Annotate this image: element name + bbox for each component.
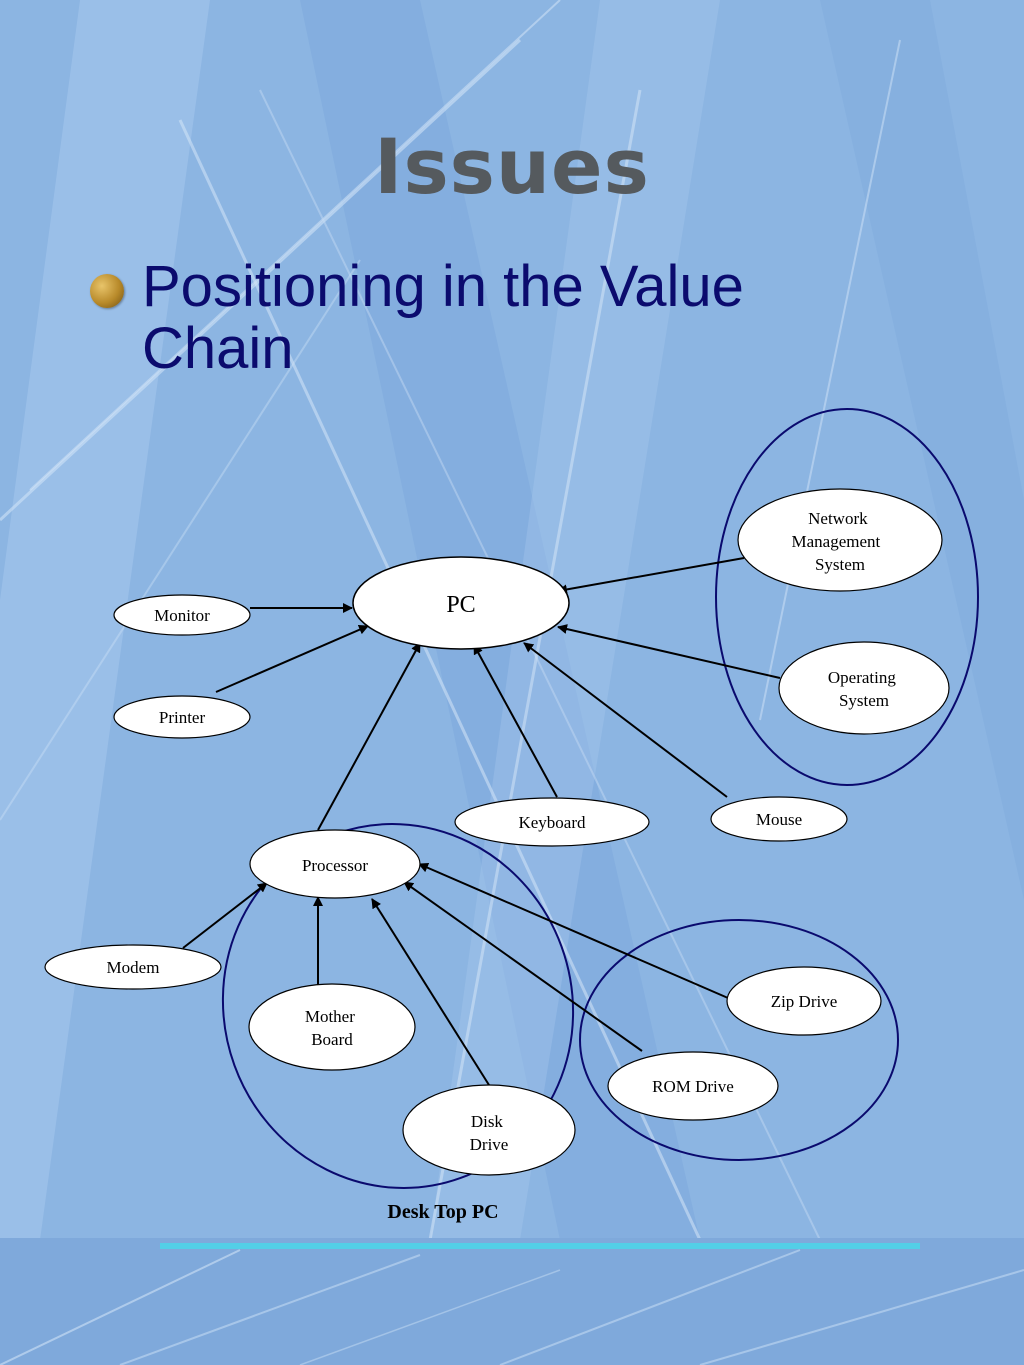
node-keyboard: Keyboard bbox=[454, 797, 650, 847]
node-operating-system: Operating System bbox=[778, 641, 950, 735]
diagram-caption: Desk Top PC bbox=[387, 1201, 498, 1223]
arrow-printer-pc bbox=[215, 624, 369, 693]
bullet-text: Positioning in the Value Chain bbox=[142, 254, 744, 381]
node-disk-drive: Disk Drive bbox=[402, 1084, 576, 1176]
node-network-management-system: Network Management System bbox=[737, 488, 943, 592]
svg-text:PC: PC bbox=[446, 592, 475, 618]
arrow-os-pc bbox=[557, 624, 781, 679]
arrow-diskdrive-processor bbox=[371, 898, 490, 1086]
svg-text:Printer: Printer bbox=[159, 708, 206, 727]
svg-text:Mother Board: Mother Board bbox=[305, 1007, 359, 1049]
arrow-mouse-pc bbox=[523, 642, 728, 798]
arrow-network-pc bbox=[557, 557, 745, 595]
arrow-modem-processor bbox=[182, 882, 268, 949]
svg-text:Operating System: Operating System bbox=[828, 668, 900, 710]
node-mouse: Mouse bbox=[710, 796, 848, 842]
svg-text:Modem: Modem bbox=[107, 958, 160, 977]
software-group-outline bbox=[715, 408, 979, 786]
slide-title: Issues bbox=[374, 122, 650, 211]
arrow-romdrive-processor bbox=[403, 881, 643, 1052]
node-mother-board: Mother Board bbox=[248, 983, 416, 1071]
arrow-keyboard-pc bbox=[473, 644, 558, 798]
arrow-zipdrive-processor bbox=[418, 862, 729, 999]
svg-text:Keyboard: Keyboard bbox=[518, 813, 586, 832]
storage-group-outline bbox=[579, 919, 899, 1161]
svg-text:Disk Drive: Disk Drive bbox=[470, 1112, 509, 1154]
svg-text:ROM Drive: ROM Drive bbox=[652, 1077, 734, 1096]
arrow-processor-pc bbox=[317, 642, 421, 831]
svg-text:Mouse: Mouse bbox=[756, 810, 802, 829]
arrows bbox=[182, 557, 781, 1086]
svg-text:Zip Drive: Zip Drive bbox=[771, 992, 838, 1011]
svg-text:Network Management: Network Management System bbox=[792, 509, 885, 574]
node-processor: Processor bbox=[249, 829, 421, 899]
node-modem: Modem bbox=[44, 944, 222, 990]
node-printer: Printer bbox=[113, 695, 251, 739]
node-zip-drive: Zip Drive bbox=[726, 966, 882, 1036]
node-pc: PC bbox=[352, 556, 570, 650]
bullet-icon bbox=[90, 274, 124, 308]
node-monitor: Monitor bbox=[113, 594, 251, 636]
node-rom-drive: ROM Drive bbox=[607, 1051, 779, 1121]
svg-text:Monitor: Monitor bbox=[154, 606, 210, 625]
svg-text:Processor: Processor bbox=[302, 856, 368, 875]
